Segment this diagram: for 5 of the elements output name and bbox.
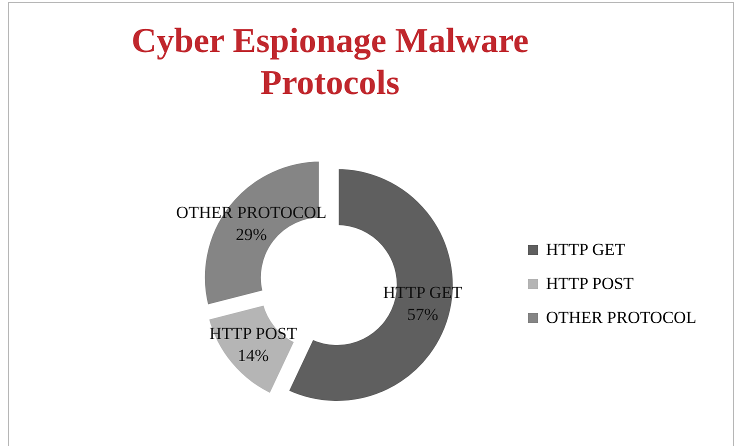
legend-label: HTTP POST [546,274,634,294]
data-label: HTTP POST 14% [209,322,298,367]
legend-label: HTTP GET [546,240,626,260]
chart-title: Cyber Espionage Malware Protocols [130,20,530,104]
legend-label: OTHER PROTOCOL [546,308,696,328]
